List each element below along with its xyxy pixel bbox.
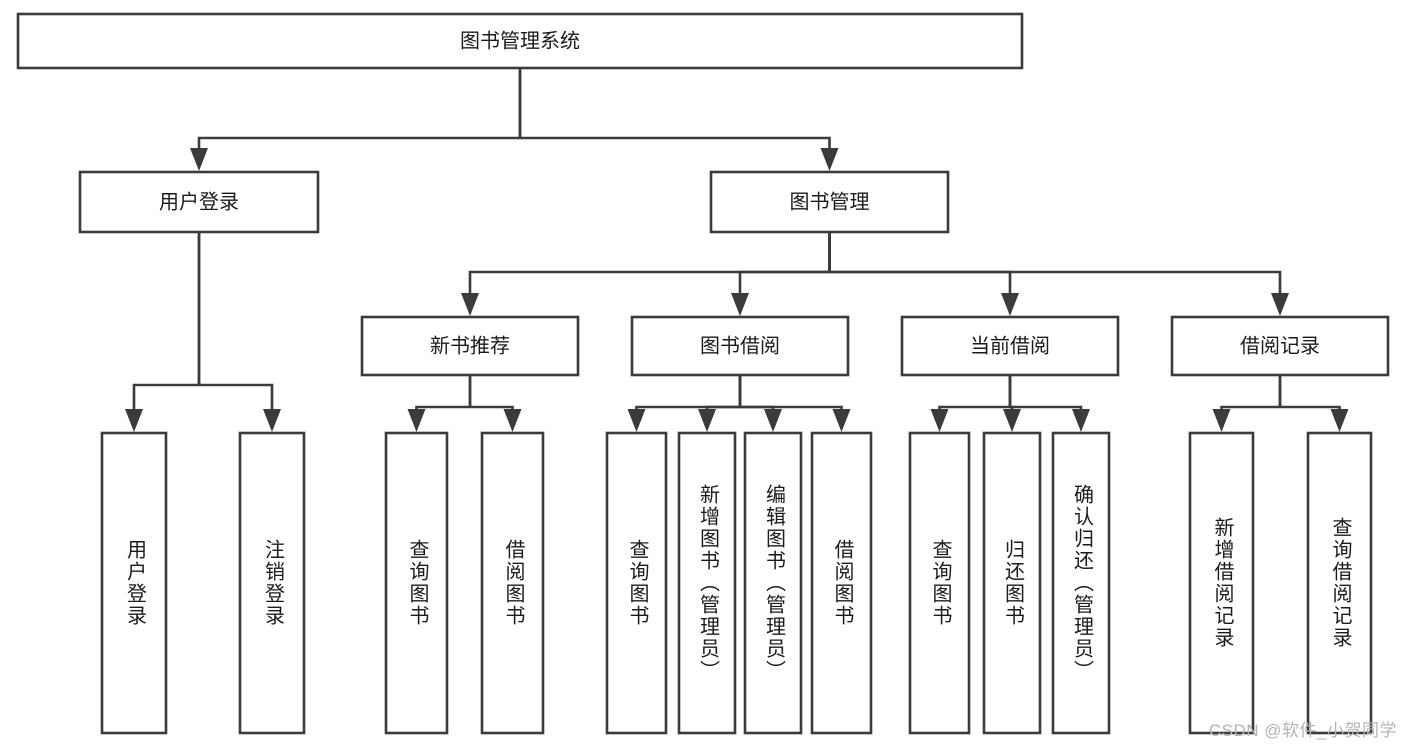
- arrow-head-icon: [1001, 293, 1019, 316]
- arrow-head-icon: [1330, 409, 1349, 432]
- node-box-new-book-recommend[interactable]: [360, 315, 580, 377]
- arrow-head-icon: [125, 409, 143, 432]
- node-box-leaf-return-book[interactable]: [982, 431, 1042, 735]
- node-box-leaf-confirm-return-admin[interactable]: [1051, 431, 1111, 735]
- node-box-user-login[interactable]: [78, 170, 320, 234]
- node-label-book-manage: 图书管理: [790, 190, 870, 213]
- node-label-root: 图书管理系统: [460, 29, 580, 52]
- arrow-head-icon: [764, 409, 782, 432]
- node-box-leaf-query-book-recommend[interactable]: [384, 431, 449, 735]
- arrow-head-icon: [698, 409, 716, 432]
- connector-branch: [520, 136, 831, 163]
- arrow-head-icon: [731, 293, 749, 316]
- node-label-current-borrow: 当前借阅: [970, 334, 1050, 357]
- arrow-head-icon: [1072, 409, 1090, 432]
- node-box-leaf-borrow-book-recommend[interactable]: [480, 431, 545, 735]
- watermark-text: CSDN @软件_小贺同学: [1208, 721, 1397, 740]
- node-box-leaf-add-book-admin[interactable]: [677, 431, 737, 735]
- node-box-leaf-user-login[interactable]: [100, 431, 168, 735]
- arrow-head-icon: [832, 409, 851, 432]
- connector-branch: [199, 383, 274, 424]
- node-box-leaf-borrow-book[interactable]: [810, 431, 873, 735]
- arrow-head-icon: [407, 409, 426, 432]
- connector-branch: [829, 270, 1282, 308]
- arrow-head-icon: [503, 409, 522, 432]
- arrow-head-icon: [627, 409, 646, 432]
- node-box-book-borrow[interactable]: [630, 315, 850, 377]
- arrow-head-icon: [930, 409, 949, 432]
- node-label-user-login: 用户登录: [159, 190, 239, 213]
- connector-branch: [1280, 405, 1341, 424]
- node-box-leaf-query-borrow-record[interactable]: [1306, 431, 1373, 735]
- node-box-current-borrow[interactable]: [900, 315, 1120, 377]
- node-box-leaf-add-borrow-record[interactable]: [1188, 431, 1255, 735]
- connector-branch: [468, 270, 830, 308]
- arrow-head-icon: [1003, 409, 1021, 432]
- node-box-leaf-logout-login[interactable]: [238, 431, 306, 735]
- connector-branch: [635, 405, 740, 424]
- node-box-borrow-record[interactable]: [1170, 315, 1390, 377]
- node-box-leaf-query-book-current[interactable]: [908, 431, 971, 735]
- arrow-head-icon: [263, 409, 281, 432]
- connector-branch: [132, 383, 199, 424]
- arrow-head-icon: [1212, 409, 1231, 432]
- node-label-borrow-record: 借阅记录: [1240, 334, 1320, 357]
- arrow-head-icon: [461, 293, 479, 316]
- node-box-leaf-query-book-borrow[interactable]: [605, 431, 668, 735]
- connector-branch: [740, 405, 843, 424]
- node-box-root[interactable]: [16, 12, 1024, 70]
- connector-branch: [829, 270, 1012, 308]
- arrow-head-icon: [820, 148, 839, 171]
- node-box-leaf-edit-book-admin[interactable]: [743, 431, 803, 735]
- arrow-head-icon: [190, 148, 208, 171]
- connector-branch: [197, 136, 520, 163]
- connector-branch: [738, 270, 830, 308]
- connector-branch: [938, 405, 1010, 424]
- node-box-book-manage[interactable]: [709, 170, 950, 234]
- node-label-new-book-recommend: 新书推荐: [430, 334, 510, 357]
- connector-layer: [125, 68, 1349, 432]
- node-label-book-borrow: 图书借阅: [700, 334, 780, 357]
- arrow-head-icon: [1271, 293, 1289, 316]
- node-box-layer: [16, 12, 1390, 735]
